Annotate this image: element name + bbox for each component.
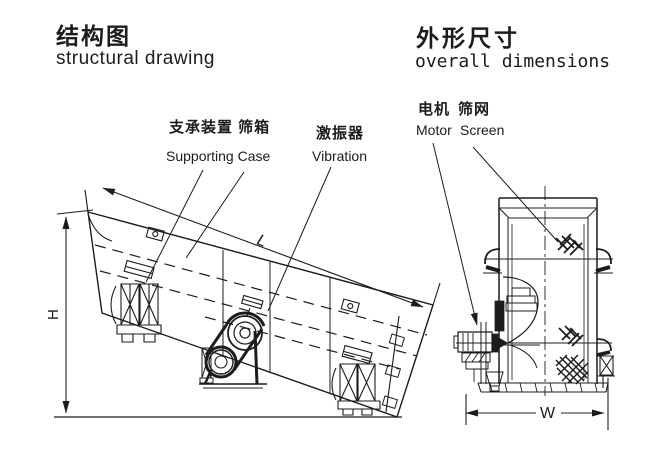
label-screen-en: Screen [460, 122, 505, 138]
mounting-lug [146, 227, 164, 241]
label-motor-en: Motor [416, 122, 452, 138]
suspension-hook-right [594, 249, 613, 273]
dimension-label-w: W [540, 405, 556, 422]
label-motor-zh: 电机 [418, 101, 451, 118]
mesh-patch-upper [556, 234, 583, 255]
motor-end-view [454, 322, 508, 391]
dimension-label-l: L [255, 232, 269, 251]
left-support-spring [111, 261, 161, 342]
screen-mesh-hatch [556, 234, 588, 384]
title-structural-zh: 结构图 [56, 23, 131, 49]
panel-dividers [223, 250, 330, 393]
label-supporting-case-en: Supporting Case [166, 148, 271, 164]
dimension-h [57, 210, 93, 414]
end-view-frame [499, 198, 597, 384]
leader-lines-right [433, 143, 558, 326]
label-supporting-case-zh: 支承装置 筛箱 [169, 119, 271, 136]
suspension-hook-left [483, 249, 502, 273]
mesh-patch-lower [556, 355, 588, 384]
mounting-lug [341, 299, 359, 313]
center-lines [456, 186, 613, 396]
title-overall-zh: 外形尺寸 [416, 25, 520, 51]
leader-lines-left [146, 167, 331, 311]
dimension-l [85, 188, 440, 307]
discharge-tabs [382, 334, 404, 408]
bottom-beam [478, 383, 608, 392]
end-view [433, 143, 615, 430]
title-structural-en: structural drawing [56, 48, 215, 69]
dimension-w [466, 378, 608, 430]
label-vibration-zh: 激振器 [316, 125, 365, 142]
screen-box [88, 212, 433, 417]
right-support-spring [332, 346, 380, 415]
vibrator-assembly [199, 295, 267, 388]
mesh-patch-middle [559, 326, 583, 346]
spring-bracket-right [596, 339, 615, 388]
dimension-label-h: H [45, 309, 62, 320]
structural-drawing [54, 167, 440, 417]
title-overall-en: overall dimensions [415, 51, 611, 72]
deck-lines [95, 245, 427, 369]
label-vibration-en: Vibration [312, 148, 368, 164]
interior-mechanism [495, 277, 540, 368]
label-screen-zh: 筛网 [458, 101, 491, 118]
